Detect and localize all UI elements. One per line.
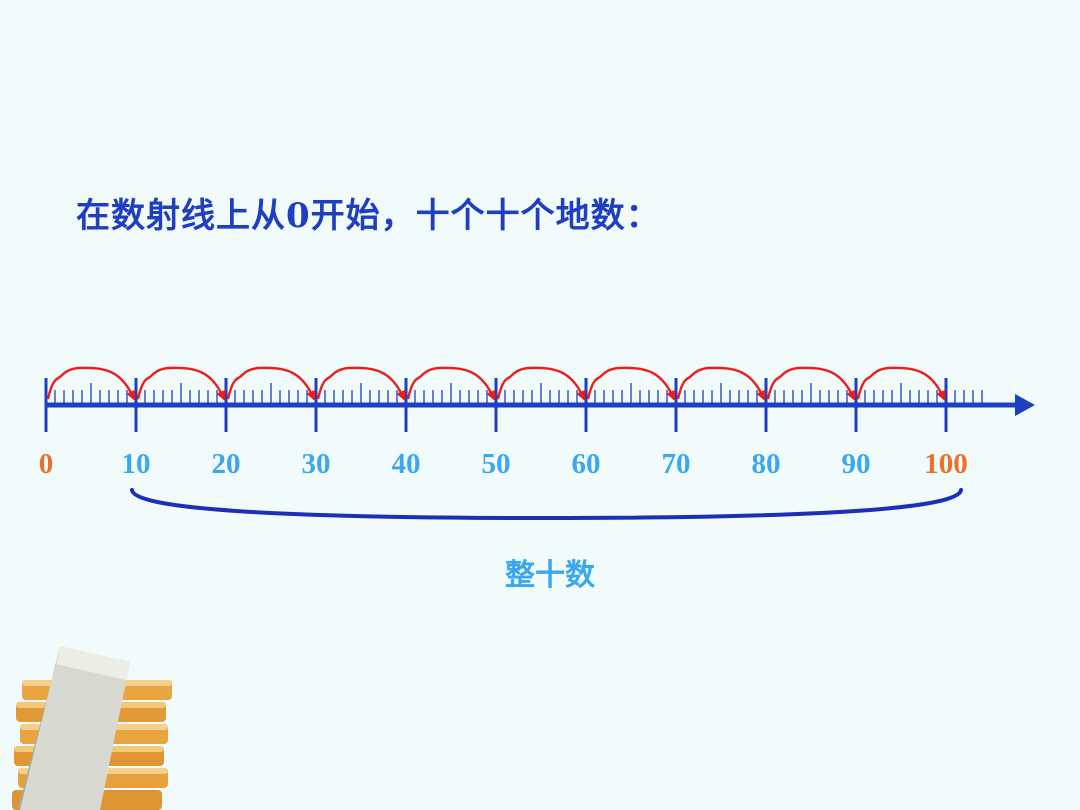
hop-arrow: [136, 366, 226, 401]
hop-arrow: [676, 366, 766, 401]
number-label-40: 40: [392, 448, 421, 480]
number-label-30: 30: [302, 448, 331, 480]
number-label-90: 90: [842, 448, 871, 480]
hop-arrow: [46, 366, 136, 401]
minor-ticks: [54, 383, 983, 405]
hop-arrow: [406, 366, 496, 401]
heading: 在数射线上从0开始，十个十个地数：: [76, 196, 661, 236]
axis-arrowhead: [1015, 394, 1035, 416]
number-label-60: 60: [572, 448, 601, 480]
tick-labels: 0 10 20 30 40 50 60 70 80 90 100: [39, 448, 968, 480]
group-label: 整十数: [505, 558, 595, 593]
hop-arrow: [766, 366, 856, 401]
hop-arrows: [46, 366, 946, 401]
hop-arrow: [226, 366, 316, 401]
book-stack-icon: [12, 646, 172, 810]
axis-line: [46, 394, 1035, 416]
number-label-10: 10: [122, 448, 151, 480]
hop-arrow: [586, 366, 676, 401]
hop-arrow: [856, 366, 946, 401]
number-label-50: 50: [482, 448, 511, 480]
hop-arrow: [496, 366, 586, 401]
hop-arrow: [316, 366, 406, 401]
number-label-0: 0: [39, 448, 54, 480]
standing-book: [18, 646, 130, 810]
number-label-70: 70: [662, 448, 691, 480]
number-label-80: 80: [752, 448, 781, 480]
number-label-100: 100: [924, 448, 968, 480]
number-label-20: 20: [212, 448, 241, 480]
group-brace: [130, 488, 963, 521]
